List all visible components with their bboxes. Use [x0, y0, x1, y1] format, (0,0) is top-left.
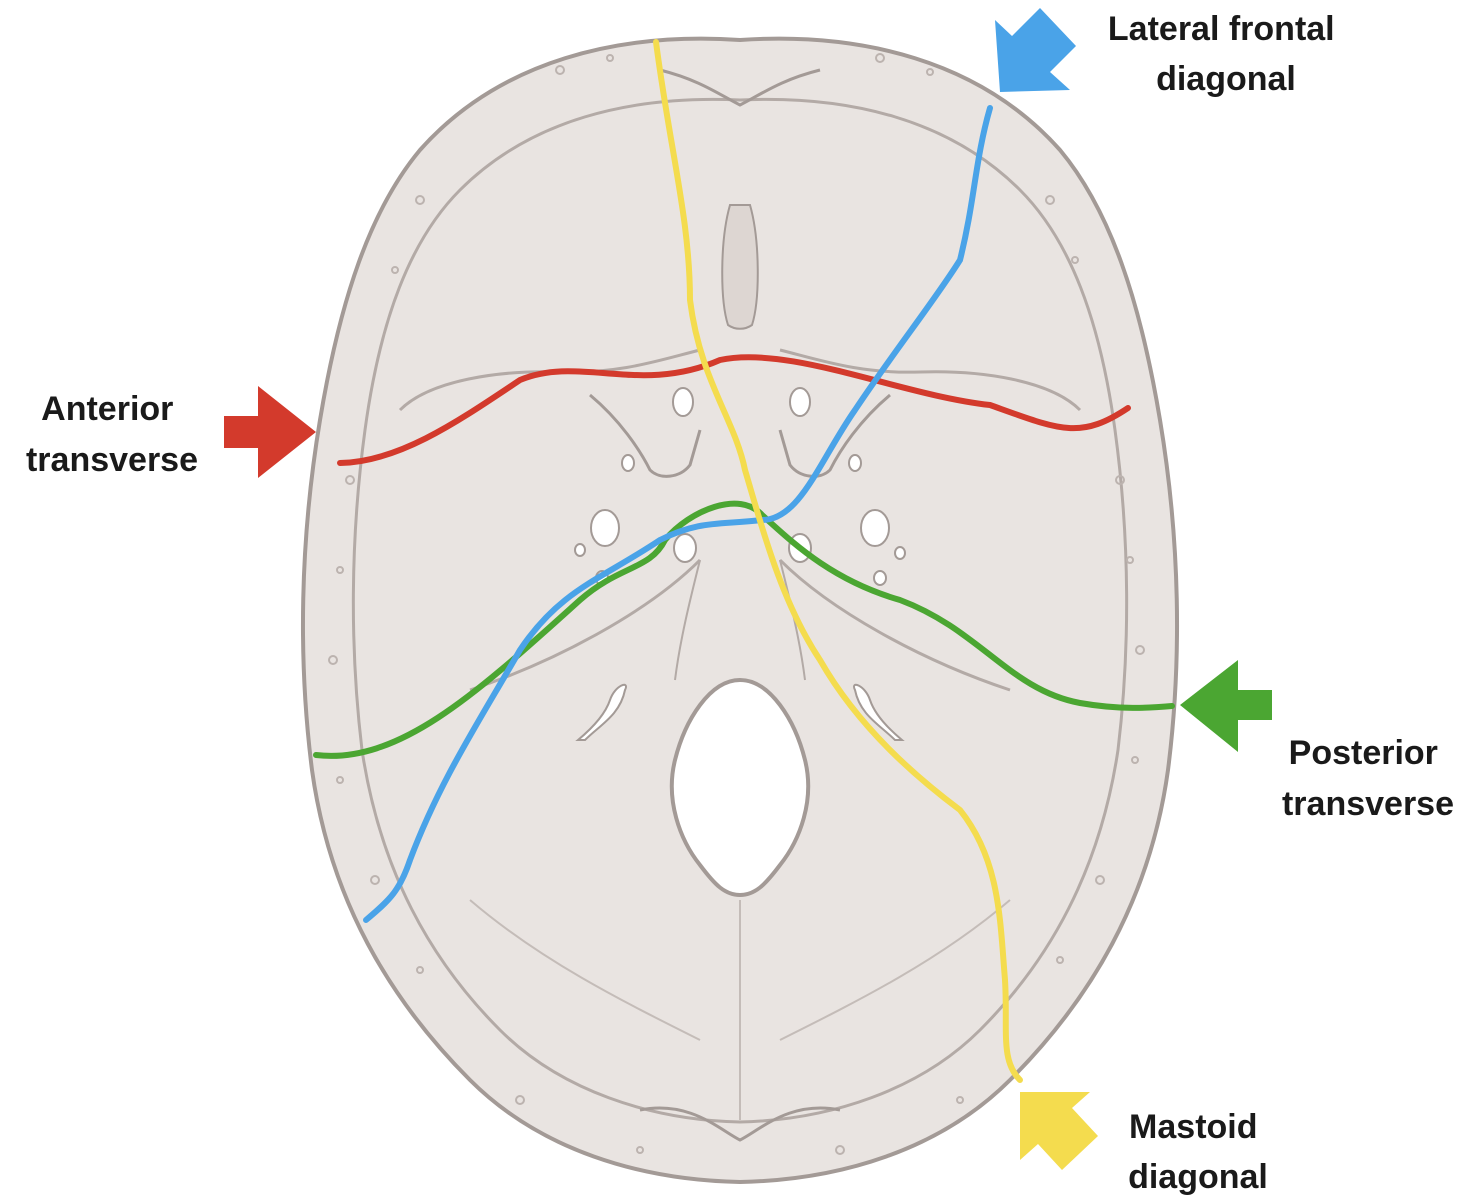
posterior-transverse-label: Posterior transverse	[1282, 734, 1454, 823]
arrow-left-icon	[1180, 660, 1272, 752]
arrow-up-left-icon	[1020, 1092, 1098, 1170]
arrow-down-left-icon	[995, 8, 1076, 92]
anterior-transverse-label: Anterior transverse	[26, 390, 198, 479]
skull-base-illustration	[303, 39, 1177, 1182]
mastoid-diagonal-label: Mastoid diagonal	[1128, 1108, 1268, 1196]
arrow-right-icon	[224, 386, 316, 478]
lateral-frontal-diagonal-label: Lateral frontal diagonal	[1108, 10, 1344, 98]
